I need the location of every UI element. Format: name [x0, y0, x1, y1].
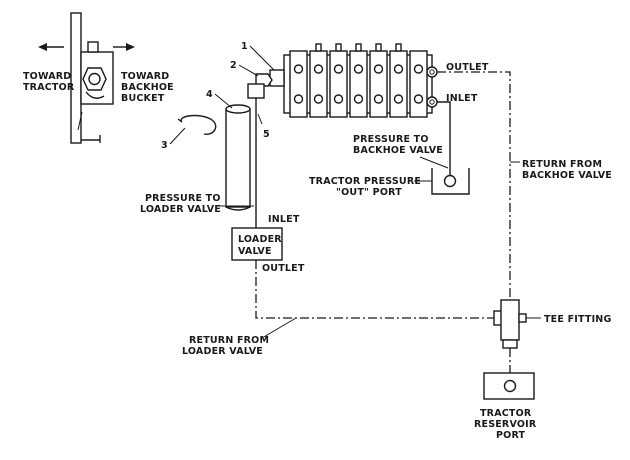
valve-manifold [247, 43, 438, 118]
manifold-sections [289, 50, 428, 118]
manifold-bolts-bottom [293, 94, 424, 104]
mounting-bracket-detail [38, 12, 135, 144]
clamp-ring [177, 114, 217, 135]
loader-valve [231, 227, 283, 261]
return-line-from-loader [255, 260, 494, 319]
label-inlet-manifold: INLET [446, 93, 478, 104]
callout-1: 1 [241, 41, 248, 52]
callouts: 1 2 3 4 5 [161, 41, 275, 151]
label-outlet-loader: OUTLET [262, 263, 305, 274]
return-line-from-backhoe [437, 71, 511, 302]
manifold-top-studs [315, 43, 402, 52]
label-outlet-manifold: OUTLET [446, 62, 489, 73]
label-tractor-pressure-out-port: TRACTOR PRESSURE "OUT" PORT [309, 176, 425, 198]
tee-fitting [493, 299, 527, 349]
tractor-reservoir-port [483, 372, 535, 400]
label-toward-tractor: TOWARD TRACTOR [23, 71, 75, 93]
label-tractor-reservoir-port: TRACTOR RESERVOIR PORT [474, 408, 540, 441]
label-loader-valve: LOADER VALVE [238, 234, 285, 257]
label-return-from-backhoe-valve: RETURN FROM BACKHOE VALVE [522, 159, 612, 181]
callout-3: 3 [161, 140, 168, 151]
label-toward-backhoe-bucket: TOWARD BACKHOE BUCKET [121, 71, 177, 104]
label-pressure-to-loader-valve: PRESSURE TO LOADER VALVE [140, 193, 224, 215]
label-return-from-loader-valve: RETURN FROM LOADER VALVE [182, 335, 273, 357]
label-inlet-loader: INLET [268, 214, 300, 225]
label-pressure-to-backhoe-valve: PRESSURE TO BACKHOE VALVE [353, 134, 443, 156]
callout-2: 2 [230, 60, 237, 71]
callout-5: 5 [263, 129, 270, 140]
label-tee-fitting: TEE FITTING [544, 314, 611, 325]
pressure-line-to-backhoe [437, 101, 451, 176]
cylinder-canister [225, 104, 251, 211]
callout-4: 4 [206, 89, 213, 100]
manifold-bolts-top [293, 64, 424, 74]
